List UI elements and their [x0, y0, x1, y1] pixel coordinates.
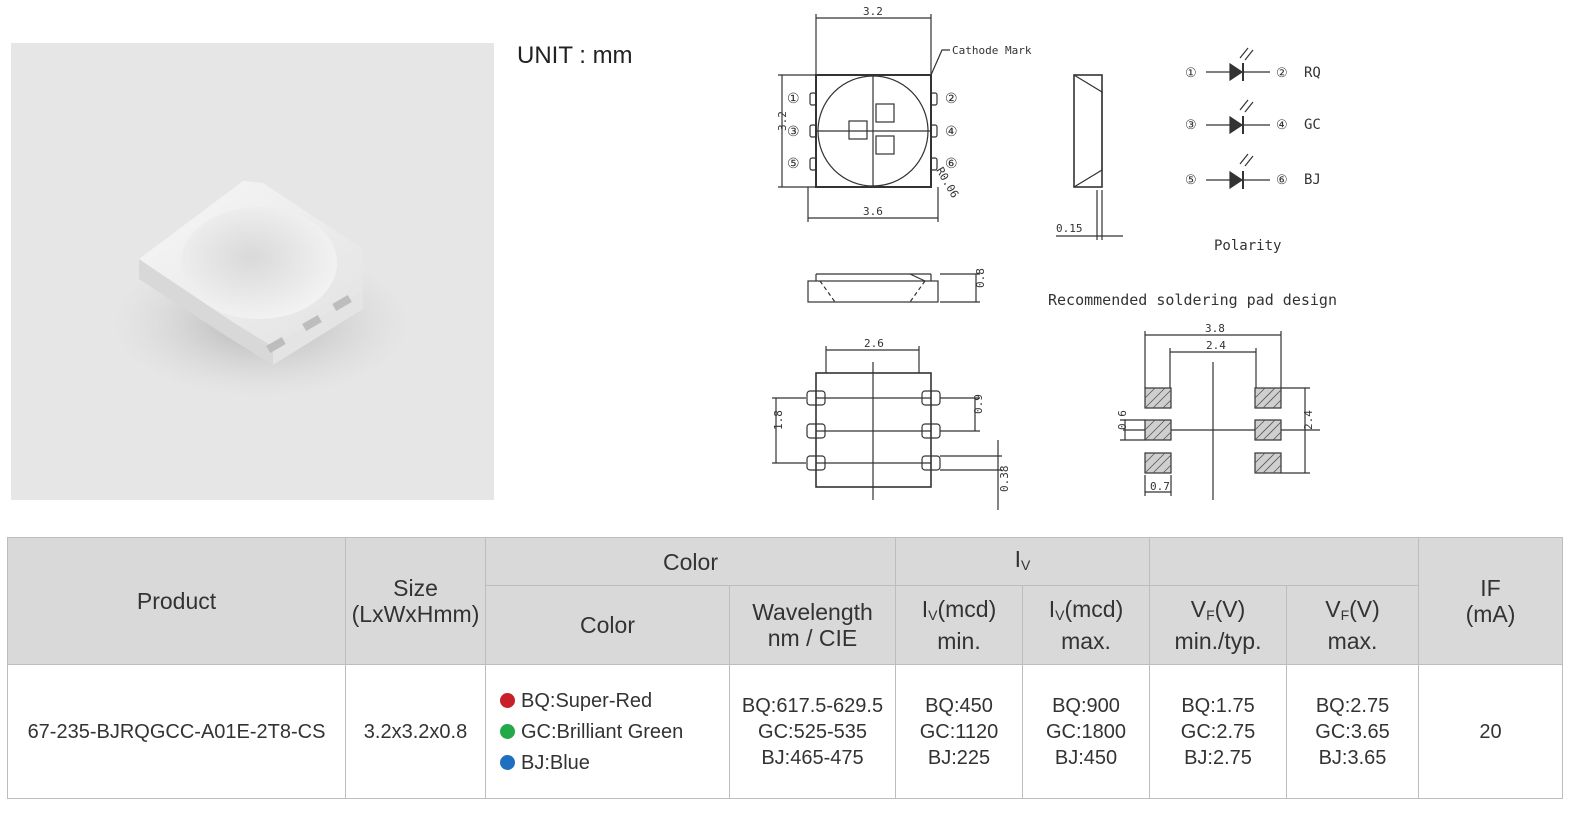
header-color-group: Color: [485, 537, 896, 586]
pin-4: ④: [945, 124, 958, 140]
svg-text:②: ②: [1276, 66, 1288, 81]
pad-width-dim: 0.7: [1150, 480, 1170, 493]
pad-outer-dim: 3.8: [1205, 322, 1225, 335]
green-dot-icon: [500, 724, 515, 739]
polarity-label: Polarity: [1214, 238, 1281, 254]
svg-text:GC: GC: [1304, 117, 1321, 133]
pin-3: ③: [787, 124, 800, 140]
cell-product: 67-235-BJRQGCC-A01E-2T8-CS: [7, 664, 346, 799]
pad-design-title: Recommended soldering pad design: [1048, 291, 1337, 309]
dim-pitch-total: 1.8: [772, 410, 785, 430]
spec-table: Product Size(LxWxHmm) Color IV IF(mA) Co…: [7, 537, 1564, 799]
dim-side-thickness: 0.15: [1056, 222, 1083, 235]
pin-6: ⑥: [945, 156, 958, 172]
pin-2: ②: [945, 91, 958, 107]
dim-top-width: 3.2: [863, 5, 883, 18]
dim-pad-pitch: 0.9: [972, 394, 985, 414]
header-vf-min: VF(V)min./typ.: [1149, 585, 1288, 665]
side-view: 0.15: [1056, 74, 1123, 240]
product-photo: [11, 43, 494, 500]
header-product: Product: [7, 537, 346, 665]
led-package-image: [111, 181, 411, 398]
soldering-pad-design: Recommended soldering pad design 3.8 2.4: [1048, 291, 1337, 500]
height-view: 0.8: [807, 268, 987, 303]
svg-text:⑤: ⑤: [1185, 173, 1197, 188]
svg-text:④: ④: [1276, 118, 1288, 133]
dim-height: 0.8: [974, 268, 987, 288]
svg-text:①: ①: [1185, 66, 1197, 81]
header-if: IF(mA): [1418, 537, 1564, 665]
svg-text:③: ③: [1185, 118, 1197, 133]
top-view: 3.2 Cathode Mark 3.2 3.6 R0.06 ① ③ ⑤ ② ④…: [776, 5, 1032, 222]
cell-size: 3.2x3.2x0.8: [345, 664, 486, 799]
red-dot-icon: [500, 693, 515, 708]
bottom-view: 2.6 1.8 0.9 0.38: [772, 337, 1011, 510]
dimension-drawing: 3.2 Cathode Mark 3.2 3.6 R0.06 ① ③ ⑤ ② ④…: [772, 5, 1337, 510]
dim-lead-width: 0.38: [998, 466, 1011, 493]
svg-text:RQ: RQ: [1304, 65, 1321, 81]
header-color: Color: [485, 585, 730, 665]
header-vf-max: VF(V)max.: [1286, 585, 1420, 665]
header-iv-max: IV(mcd)max.: [1021, 585, 1151, 665]
pin-5: ⑤: [787, 156, 800, 172]
header-vf-group: [1149, 537, 1420, 586]
color-item: GC:Brilliant Green: [500, 716, 727, 747]
header-iv-group: IV: [894, 537, 1151, 586]
polarity-diagram: ① ② RQ ③ ④ GC ⑤ ⑥ BJ Polarity: [1185, 47, 1321, 254]
table-row: 67-235-BJRQGCC-A01E-2T8-CS 3.2x3.2x0.8 B…: [7, 664, 1564, 799]
svg-text:BJ: BJ: [1304, 172, 1321, 188]
color-item: BQ:Super-Red: [500, 685, 727, 716]
dim-bottom-width: 3.6: [863, 205, 883, 218]
header-size: Size(LxWxHmm): [345, 537, 486, 665]
unit-label: UNIT : mm: [517, 42, 633, 69]
blue-dot-icon: [500, 755, 515, 770]
pad-size-dim: 0.6: [1116, 410, 1129, 430]
pad-inner-dim: 2.4: [1206, 339, 1226, 352]
dim-side-height: 3.2: [776, 111, 789, 131]
pad-height-dim: 2.4: [1302, 410, 1315, 430]
pin-1: ①: [787, 91, 800, 107]
cathode-mark-label: Cathode Mark: [952, 44, 1032, 57]
header-iv-min: IV(mcd)min.: [895, 585, 1023, 665]
cell-color: BQ:Super-Red GC:Brilliant Green BJ:Blue: [485, 664, 730, 799]
dim-lead-span: 2.6: [864, 337, 884, 350]
svg-text:⑥: ⑥: [1276, 173, 1288, 188]
cell-if: 20: [1418, 664, 1564, 799]
color-item: BJ:Blue: [500, 747, 727, 778]
